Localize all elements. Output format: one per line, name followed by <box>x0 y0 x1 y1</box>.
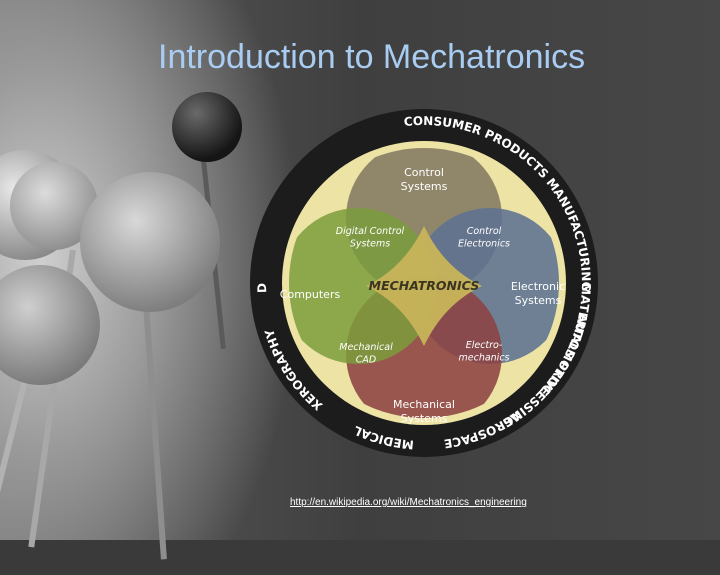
center-lens <box>366 226 482 346</box>
mechatronics-diagram: AUTOMOTIVEAEROSPACEMEDICALXEROGRAPHYDEFE… <box>238 108 598 457</box>
pin-sphere <box>0 265 100 385</box>
pin-sphere <box>80 172 220 312</box>
label-computers: Computers <box>280 288 341 301</box>
center-label: MECHATRONICS <box>369 278 480 293</box>
circle-computers <box>289 208 436 364</box>
pin-sphere <box>172 92 242 162</box>
label-electromechanics: Electro-mechanics <box>459 340 510 364</box>
slide-title: Introduction to Mechatronics <box>158 38 586 76</box>
source-link[interactable]: http://en.wikipedia.org/wiki/Mechatronic… <box>290 497 527 508</box>
